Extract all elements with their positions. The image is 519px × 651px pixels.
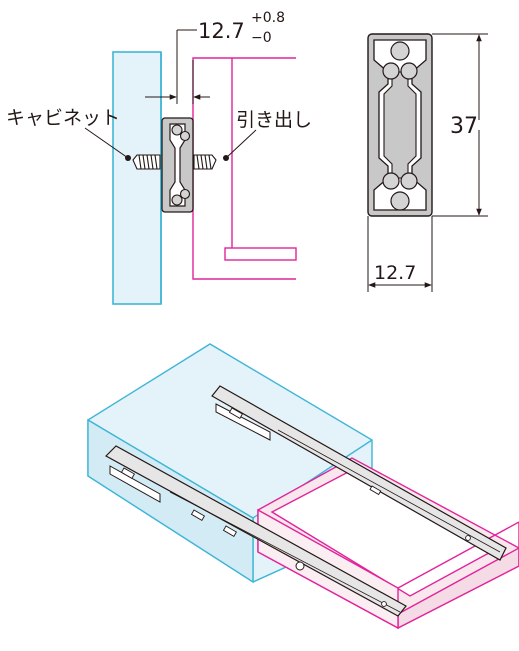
tolerance-plus: +0.8 xyxy=(251,10,285,26)
screw-right xyxy=(193,154,217,170)
rail-width-dimension: 12.7 xyxy=(374,262,416,284)
cabinet-panel xyxy=(112,51,162,305)
slide-rail-lower xyxy=(105,445,407,617)
slide-width-dimension: 12.7 xyxy=(198,19,245,43)
drawer-box xyxy=(257,457,519,630)
rail-section-small xyxy=(161,117,194,213)
installation-cross-section: 12.7 +0.8 −0 キャビネット 引き出し xyxy=(6,10,312,305)
drawer-label: 引き出し xyxy=(236,109,312,131)
rail-profile: 37 12.7 xyxy=(367,33,488,292)
drawer-bottom-board xyxy=(224,247,297,261)
screw-left xyxy=(132,154,161,170)
tolerance-minus: −0 xyxy=(251,30,272,46)
isometric-assembly xyxy=(87,343,519,630)
slide-rail-upper xyxy=(211,385,507,561)
rail-height-dimension: 37 xyxy=(450,114,478,139)
cabinet-label: キャビネット xyxy=(6,107,120,129)
